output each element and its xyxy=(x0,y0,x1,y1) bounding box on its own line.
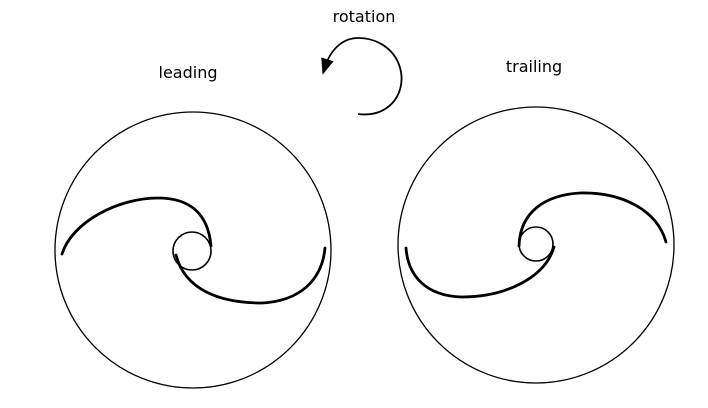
rotation-label: rotation xyxy=(333,7,396,26)
leading-disk-outline xyxy=(54,111,332,389)
leading-core-circle xyxy=(172,231,212,271)
rotation-indicator: rotation xyxy=(321,7,403,116)
trailing-label: trailing xyxy=(506,57,562,76)
leading-panel: leading xyxy=(54,63,332,389)
leading-upper-arm xyxy=(60,196,213,256)
trailing-disk-outline xyxy=(397,106,675,384)
leading-lower-arm xyxy=(174,246,327,305)
trailing-panel: trailing xyxy=(397,57,675,384)
rotation-arrow-icon xyxy=(321,37,403,116)
trailing-upper-arm xyxy=(517,191,668,248)
trailing-core-circle xyxy=(518,226,554,262)
trailing-lower-arm xyxy=(404,245,556,299)
leading-label: leading xyxy=(159,63,218,82)
